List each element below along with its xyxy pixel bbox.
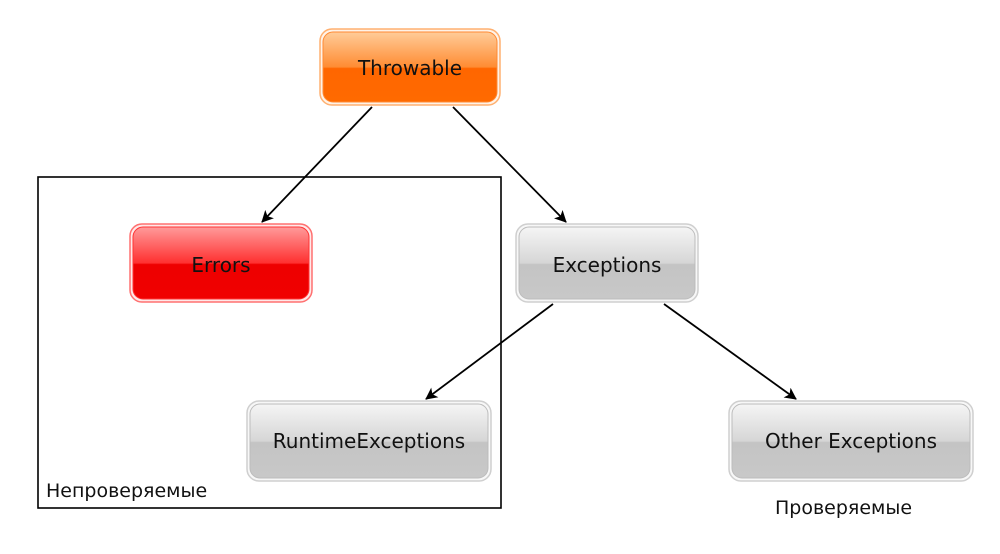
runtime-exceptions-label: RuntimeExceptions bbox=[273, 429, 465, 453]
unchecked-group-label: Непроверяемые bbox=[46, 480, 207, 502]
edge-exceptions-runtime bbox=[425, 303, 554, 400]
checked-group-label: Проверяемые bbox=[775, 497, 912, 519]
edge-throwable-exceptions bbox=[452, 106, 567, 223]
edge-exceptions-other bbox=[663, 303, 797, 400]
errors-label: Errors bbox=[191, 253, 250, 277]
throwable-label: Throwable bbox=[357, 56, 462, 80]
errors-node: Errors bbox=[129, 223, 313, 303]
exceptions-label: Exceptions bbox=[553, 253, 662, 277]
other-exceptions-node: Other Exceptions bbox=[728, 400, 974, 482]
runtime-exceptions-node: RuntimeExceptions bbox=[246, 400, 492, 482]
exceptions-node: Exceptions bbox=[515, 223, 699, 303]
edge-throwable-errors bbox=[261, 106, 373, 223]
throwable-node: Throwable bbox=[319, 28, 501, 106]
other-exceptions-label: Other Exceptions bbox=[765, 429, 937, 453]
